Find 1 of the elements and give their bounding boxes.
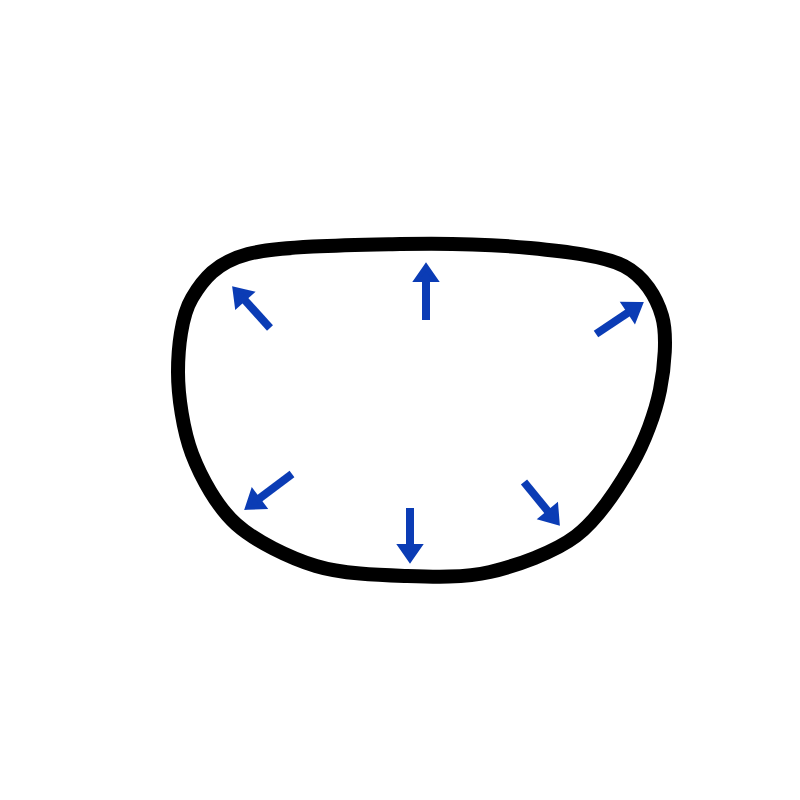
closed-outline — [171, 236, 672, 584]
